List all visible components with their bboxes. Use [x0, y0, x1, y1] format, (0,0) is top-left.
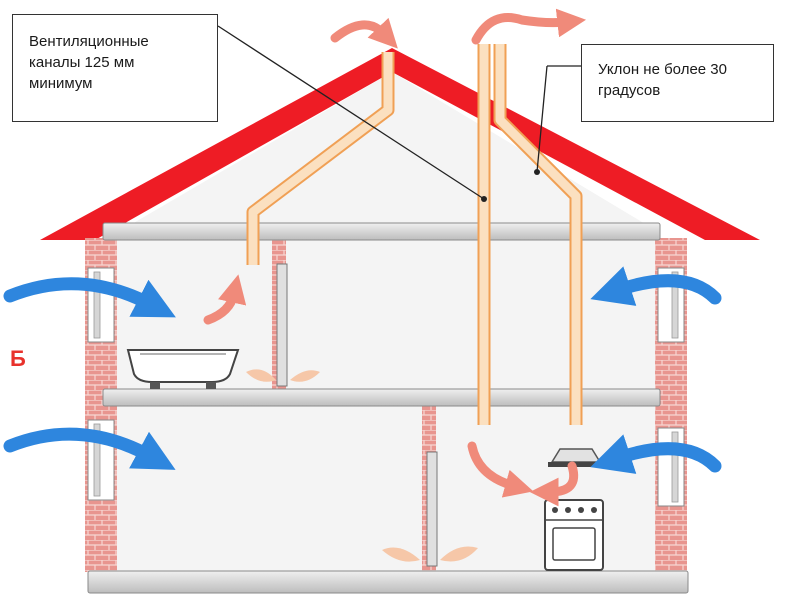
slope-callout-leader-drop [536, 65, 548, 173]
salmon-curved-arrow-icon [471, 8, 587, 45]
blue-curved-arrow-icon [3, 277, 176, 318]
stove-icon [544, 499, 604, 571]
ducts-callout-line-3: минимум [29, 75, 93, 92]
blue-curved-arrow-icon [3, 427, 176, 470]
salmon-curved-arrow-icon [330, 17, 398, 49]
salmon-curved-arrow-icon [529, 461, 579, 507]
radiator-warm-air [246, 369, 478, 562]
salmon-curved-arrow-icon [467, 441, 534, 498]
salmon-curved-arrow-icon [203, 274, 247, 325]
exhaust-air-arrows [203, 8, 587, 507]
blue-curved-arrow-icon [590, 434, 722, 474]
middle-floor-slab [102, 388, 661, 407]
window-right-lower [657, 427, 685, 507]
duct-bathroom [246, 52, 395, 265]
radiator-icon [276, 263, 438, 567]
ground-floor-slab [87, 570, 689, 594]
slope-callout-line-2: градусов [598, 82, 661, 99]
bathtub-icon [126, 349, 240, 389]
ducts-callout-line-1: Вентиляционные [29, 33, 149, 50]
blue-curved-arrow-icon [590, 266, 722, 306]
ducts-callout-dot [481, 196, 487, 202]
side-label: Б [10, 346, 26, 371]
ceiling-slab [102, 222, 661, 241]
slope-callout: Уклон не более 30 градусов [581, 44, 774, 122]
ducts-callout-line-2: каналы 125 мм [29, 54, 135, 71]
ducts-callout: Вентиляционные каналы 125 мм минимум [12, 14, 218, 122]
roof [40, 48, 760, 240]
slope-callout-dot [534, 169, 540, 175]
ducts-callout-leader [217, 25, 485, 200]
attic-gable [125, 72, 652, 228]
fresh-air-arrows [3, 266, 722, 474]
slope-callout-line-1: Уклон не более 30 [598, 61, 727, 78]
